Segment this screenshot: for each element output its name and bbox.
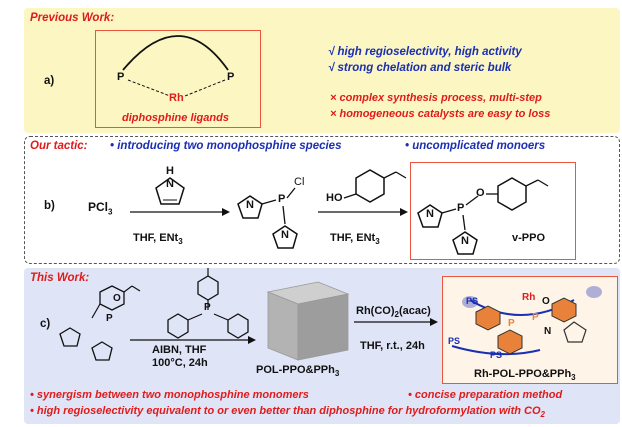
tactic-bullet-1: • introducing two monophosphine species xyxy=(110,140,342,152)
polymer-label: POL-PPO&PPh3 xyxy=(256,364,340,379)
label-c: c) xyxy=(40,318,51,330)
this-work-bullet-right: • concise preparation method xyxy=(408,389,563,401)
atom-p-right: P xyxy=(227,71,235,83)
prod-n-2: N xyxy=(461,235,469,247)
drawback-1: × complex synthesis process, multi-step xyxy=(330,92,542,104)
this-work-bullet-left: • synergism between two monophosphine mo… xyxy=(30,389,309,401)
catalyst-label: Rh-POL-PPO&PPh3 xyxy=(474,368,576,383)
tactic-bullet-2: • uncomplicated monoers xyxy=(405,140,546,152)
atom-p-left: P xyxy=(117,71,125,83)
ps-label-3: PS xyxy=(490,350,503,360)
mono-o: O xyxy=(113,293,121,304)
panel-previous-work xyxy=(24,8,620,133)
label-a: a) xyxy=(44,75,55,87)
cond-1: THF, ENt3 xyxy=(133,232,183,247)
catalyst-rh: Rh xyxy=(522,292,536,303)
ps-label-1: PS xyxy=(466,296,479,306)
mono-p: P xyxy=(106,313,113,324)
cond-aibn: AIBN, THF xyxy=(152,344,207,356)
previous-work-heading: Previous Work: xyxy=(30,12,115,24)
drawback-2: × homogeneous catalysts are easy to loss xyxy=(330,108,551,120)
diphosphine-box xyxy=(95,30,261,128)
our-tactic-heading: Our tactic: xyxy=(30,140,88,152)
advantage-2: √ strong chelation and steric bulk xyxy=(328,62,512,74)
int-n-1: N xyxy=(246,199,254,211)
catalyst-p-2: P xyxy=(532,312,539,323)
product-label: v-PPO xyxy=(512,232,546,244)
panel-our-tactic xyxy=(24,136,620,264)
int-n-2: N xyxy=(281,229,289,241)
catalyst-box xyxy=(442,276,618,384)
ligand-caption: diphosphine ligands xyxy=(122,112,229,124)
catalyst-o: O xyxy=(542,296,550,307)
atom-rh: Rh xyxy=(169,92,184,104)
label-b: b) xyxy=(44,200,55,212)
rh-reagent: Rh(CO)2(acac) xyxy=(356,305,431,320)
ps-label-2: PS xyxy=(448,336,461,346)
cond-temp: 100°C, 24h xyxy=(152,357,208,369)
pcl3-reagent: PCl3 xyxy=(88,200,113,217)
int-p: P xyxy=(278,193,286,205)
catalyst-n: N xyxy=(544,326,552,337)
prod-p: P xyxy=(457,202,465,214)
int-cl: Cl xyxy=(294,176,305,188)
pyrrole-h: H xyxy=(166,165,174,177)
prod-n-1: N xyxy=(426,208,434,220)
this-work-heading: This Work: xyxy=(30,272,90,284)
pyrrole-n: N xyxy=(166,178,174,190)
pph3-p: P xyxy=(204,302,211,313)
this-work-bullet-bottom: • high regioselectivity equivalent to or… xyxy=(30,405,545,420)
catalyst-p-1: P xyxy=(508,318,515,329)
product-box xyxy=(410,162,576,260)
cond-3: THF, r.t., 24h xyxy=(360,340,425,352)
phenol-ho: HO xyxy=(326,192,343,204)
prod-o: O xyxy=(476,187,485,199)
advantage-1: √ high regioselectivity, high activity xyxy=(328,46,522,58)
cond-2: THF, ENt3 xyxy=(330,232,380,247)
